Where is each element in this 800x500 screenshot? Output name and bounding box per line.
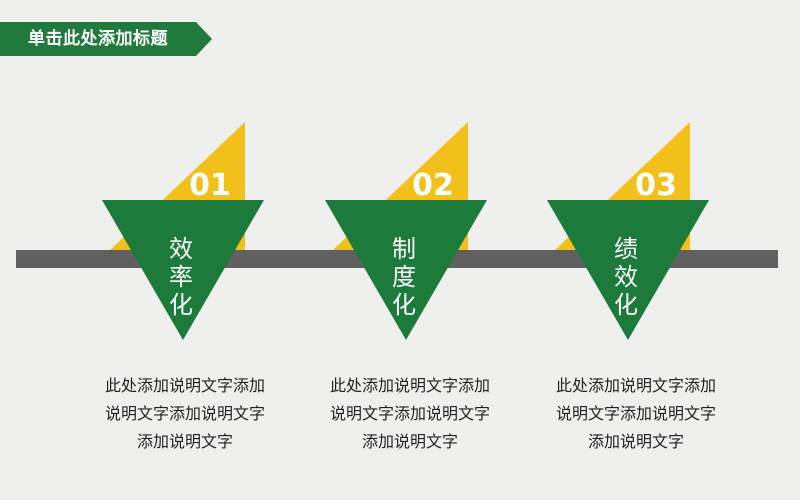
step-2-yellow-triangle [333, 122, 468, 250]
step-2-desc-line-3: 添加说明文字 [361, 432, 458, 451]
step-1-desc-line-3: 添加说明文字 [136, 432, 233, 451]
step-2-desc-line-2: 说明文字添加说明文字 [329, 404, 490, 423]
step-1-number: 01 [189, 168, 231, 203]
timeline-bar [16, 250, 778, 268]
step-2-label-char-3: 化 [392, 291, 416, 319]
step-1-label-char-3: 化 [169, 291, 193, 319]
step-1-yellow-triangle [110, 122, 245, 250]
title-banner: 单击此处添加标题 [0, 22, 212, 56]
step-1-description[interactable]: 此处添加说明文字添加 说明文字添加说明文字 添加说明文字 [85, 372, 285, 456]
step-3-desc-line-1: 此处添加说明文字添加 [555, 376, 716, 395]
step-2-description[interactable]: 此处添加说明文字添加 说明文字添加说明文字 添加说明文字 [310, 372, 510, 456]
step-2-number: 02 [412, 168, 454, 203]
step-1-desc-line-1: 此处添加说明文字添加 [104, 376, 265, 395]
step-3-description[interactable]: 此处添加说明文字添加 说明文字添加说明文字 添加说明文字 [536, 372, 736, 456]
step-1-green-triangle [102, 200, 264, 340]
step-3-yellow-triangle [555, 122, 690, 250]
step-3-label-char-3: 化 [614, 291, 638, 319]
step-2-green-triangle [325, 200, 487, 340]
step-3-desc-line-3: 添加说明文字 [587, 432, 684, 451]
step-1-desc-line-2: 说明文字添加说明文字 [104, 404, 265, 423]
page-title[interactable]: 单击此处添加标题 [28, 29, 168, 49]
step-3-desc-line-2: 说明文字添加说明文字 [555, 404, 716, 423]
step-3-green-triangle [547, 200, 709, 340]
step-2-desc-line-1: 此处添加说明文字添加 [329, 376, 490, 395]
step-3-number: 03 [635, 168, 677, 203]
